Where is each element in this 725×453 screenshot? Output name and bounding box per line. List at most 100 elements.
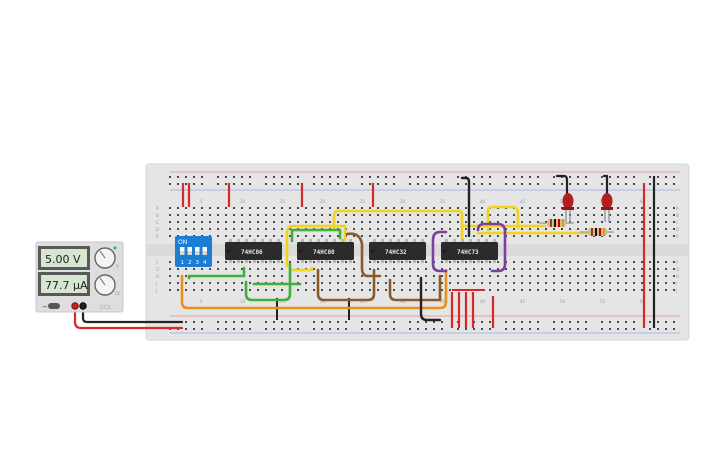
hole xyxy=(257,261,259,263)
wire-yellow-1[interactable] xyxy=(332,209,464,240)
rail-hole xyxy=(241,176,243,178)
hole xyxy=(217,214,219,216)
wire-green-1[interactable] xyxy=(187,266,246,280)
resistor-1[interactable] xyxy=(538,219,574,227)
hole xyxy=(201,214,203,216)
chip-notch xyxy=(299,249,303,253)
hole xyxy=(169,275,171,277)
rail-hole xyxy=(177,183,179,185)
rail-hole xyxy=(233,183,235,185)
hole xyxy=(369,221,371,223)
rail-jumpers[interactable] xyxy=(181,176,656,328)
hole xyxy=(505,289,507,291)
column-number: 50 xyxy=(560,299,566,304)
hole xyxy=(513,282,515,284)
hole xyxy=(465,235,467,237)
hole xyxy=(537,207,539,209)
wire-purple-1[interactable] xyxy=(431,230,448,273)
hole xyxy=(625,282,627,284)
wire-brown-2[interactable] xyxy=(345,232,382,278)
wire-brown-3[interactable] xyxy=(388,274,442,302)
hole xyxy=(617,289,619,291)
power-switch[interactable] xyxy=(48,303,60,309)
chip-label: 74HC73 xyxy=(457,249,479,256)
chip-74hc08[interactable]: 74HC08 xyxy=(297,239,354,263)
hole xyxy=(169,228,171,230)
wire-orange-1[interactable] xyxy=(180,268,448,310)
chip-74hc86[interactable]: 74HC86 xyxy=(225,239,282,263)
wire-black-4[interactable] xyxy=(602,174,609,198)
hole xyxy=(385,214,387,216)
hole xyxy=(257,221,259,223)
hole xyxy=(649,282,651,284)
resistor-2[interactable] xyxy=(580,228,614,236)
power-supply[interactable]: 5.00 V 77.7 µA V CC − DCS... xyxy=(35,241,124,313)
hole xyxy=(577,214,579,216)
chip-body xyxy=(225,242,282,260)
row-letter: H xyxy=(676,274,679,279)
wire-green-4[interactable] xyxy=(290,228,342,243)
rail-hole xyxy=(633,176,635,178)
hole xyxy=(217,268,219,270)
chip-pin xyxy=(309,260,312,263)
wire-black-1[interactable] xyxy=(460,176,471,238)
rail-hole xyxy=(345,176,347,178)
rail-hole xyxy=(297,321,299,323)
ic-chips[interactable]: 74HC86 74HC08 74HC32 74HC73 xyxy=(225,239,498,263)
column-number: 30 xyxy=(400,299,406,304)
rail-hole xyxy=(377,176,379,178)
wire-purple-2[interactable] xyxy=(476,222,507,273)
negative-terminal[interactable] xyxy=(79,302,87,310)
leds[interactable] xyxy=(562,193,613,222)
current-knob-indicator xyxy=(99,277,106,286)
column-number: 15 xyxy=(280,199,286,204)
hole xyxy=(417,207,419,209)
hole xyxy=(665,228,667,230)
rail-hole xyxy=(361,183,363,185)
hole xyxy=(609,235,611,237)
rail-hole xyxy=(521,328,523,330)
row-letter: H xyxy=(156,274,159,279)
hole xyxy=(337,214,339,216)
wire-brown-1[interactable] xyxy=(316,268,376,302)
wire-green-2[interactable] xyxy=(244,262,292,302)
resistors[interactable] xyxy=(538,219,614,236)
dip-number: 4 xyxy=(203,260,207,266)
hole xyxy=(457,221,459,223)
rail-hole xyxy=(409,328,411,330)
wires[interactable] xyxy=(73,174,609,330)
rail-hole xyxy=(201,328,203,330)
hole xyxy=(193,289,195,291)
lead-red[interactable] xyxy=(73,306,184,330)
hole xyxy=(489,282,491,284)
chip-74hc32[interactable]: 74HC32 xyxy=(369,239,426,263)
led-1[interactable] xyxy=(562,193,574,222)
wire-yellow-4[interactable] xyxy=(486,205,520,232)
wire-black-3[interactable] xyxy=(555,174,569,198)
wire-black-2[interactable] xyxy=(419,276,442,322)
hole xyxy=(385,268,387,270)
column-number: 5 xyxy=(200,199,203,204)
hole xyxy=(337,221,339,223)
led-2[interactable] xyxy=(601,193,613,222)
hole xyxy=(641,235,643,237)
hole xyxy=(321,235,323,237)
lead-black[interactable] xyxy=(81,306,184,324)
wire-yellow-2[interactable] xyxy=(285,224,347,268)
hole xyxy=(177,289,179,291)
wire-yellow-3[interactable] xyxy=(290,266,314,272)
chip-74hc73[interactable]: 74HC73 xyxy=(441,239,498,263)
hole xyxy=(529,207,531,209)
hole xyxy=(609,275,611,277)
hole xyxy=(457,235,459,237)
hole xyxy=(185,282,187,284)
chip-pin xyxy=(469,260,472,263)
hole xyxy=(489,235,491,237)
hole xyxy=(449,289,451,291)
rail-hole xyxy=(457,328,459,330)
hole xyxy=(441,268,443,270)
positive-terminal[interactable] xyxy=(71,302,79,310)
